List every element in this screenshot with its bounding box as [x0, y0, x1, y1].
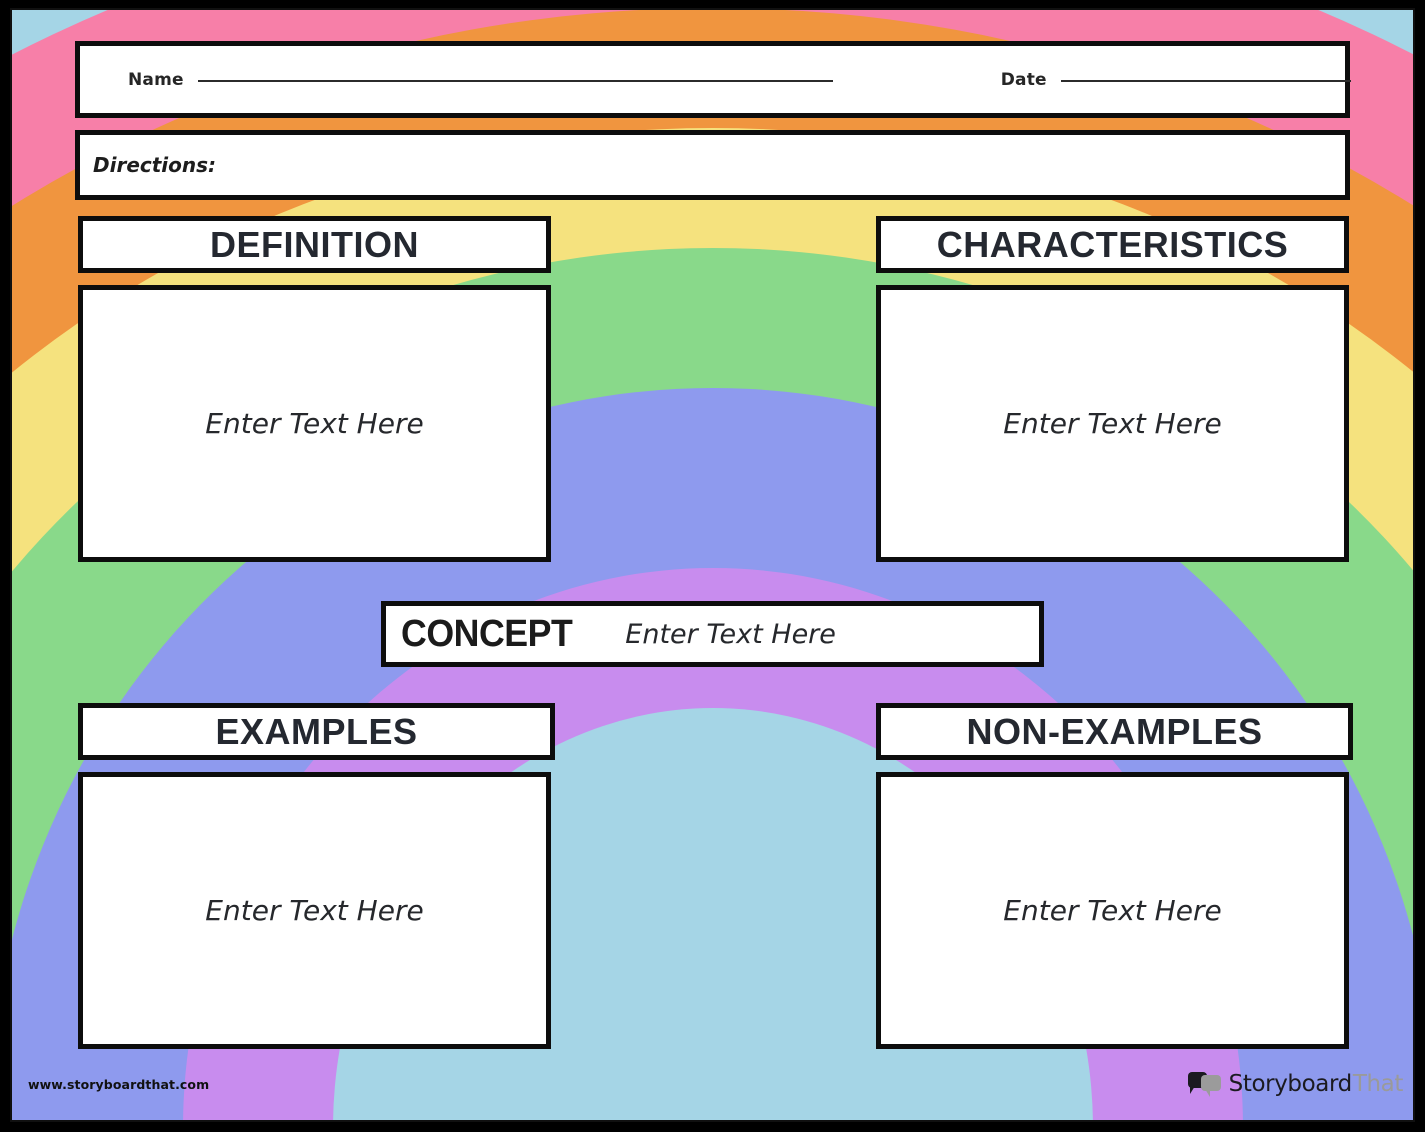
date-field[interactable]: Date [1001, 70, 1351, 90]
header-definition-label: DEFINITION [210, 223, 419, 265]
date-label: Date [1000, 69, 1047, 90]
storyboardthat-logo[interactable]: Storyboard That [1187, 1071, 1404, 1097]
box-definition-placeholder: Enter Text Here [205, 407, 424, 440]
header-definition: DEFINITION [78, 216, 551, 273]
concept-placeholder: Enter Text Here [625, 618, 836, 650]
date-input-line[interactable] [1060, 79, 1351, 82]
header-non-examples: NON-EXAMPLES [876, 703, 1353, 760]
header-non-examples-label: NON-EXAMPLES [966, 710, 1263, 752]
logo-primary-text: Storyboard [1228, 1071, 1353, 1097]
directions-bar[interactable]: Directions: [75, 130, 1350, 200]
box-non-examples-placeholder: Enter Text Here [1003, 894, 1222, 927]
header-examples: EXAMPLES [78, 703, 555, 760]
name-field[interactable]: Name [128, 70, 833, 90]
box-non-examples[interactable]: Enter Text Here [876, 772, 1349, 1049]
site-url[interactable]: www.storyboardthat.com [28, 1077, 210, 1092]
box-examples-placeholder: Enter Text Here [205, 894, 424, 927]
box-examples[interactable]: Enter Text Here [78, 772, 551, 1049]
box-characteristics-placeholder: Enter Text Here [1003, 407, 1222, 440]
speech-bubbles-icon [1187, 1071, 1222, 1097]
box-definition[interactable]: Enter Text Here [78, 285, 551, 562]
directions-label: Directions: [93, 153, 217, 177]
header-characteristics-label: CHARACTERISTICS [936, 223, 1289, 265]
box-characteristics[interactable]: Enter Text Here [876, 285, 1349, 562]
concept-bar[interactable]: CONCEPT Enter Text Here [381, 601, 1044, 667]
concept-label: CONCEPT [401, 612, 573, 655]
logo-secondary-text: That [1352, 1071, 1404, 1097]
speech-bubble-front-icon [1200, 1075, 1221, 1097]
header-examples-label: EXAMPLES [215, 710, 418, 752]
name-input-line[interactable] [197, 79, 833, 82]
name-date-bar: Name Date [75, 41, 1351, 118]
name-label: Name [128, 69, 184, 90]
header-characteristics: CHARACTERISTICS [876, 216, 1349, 273]
